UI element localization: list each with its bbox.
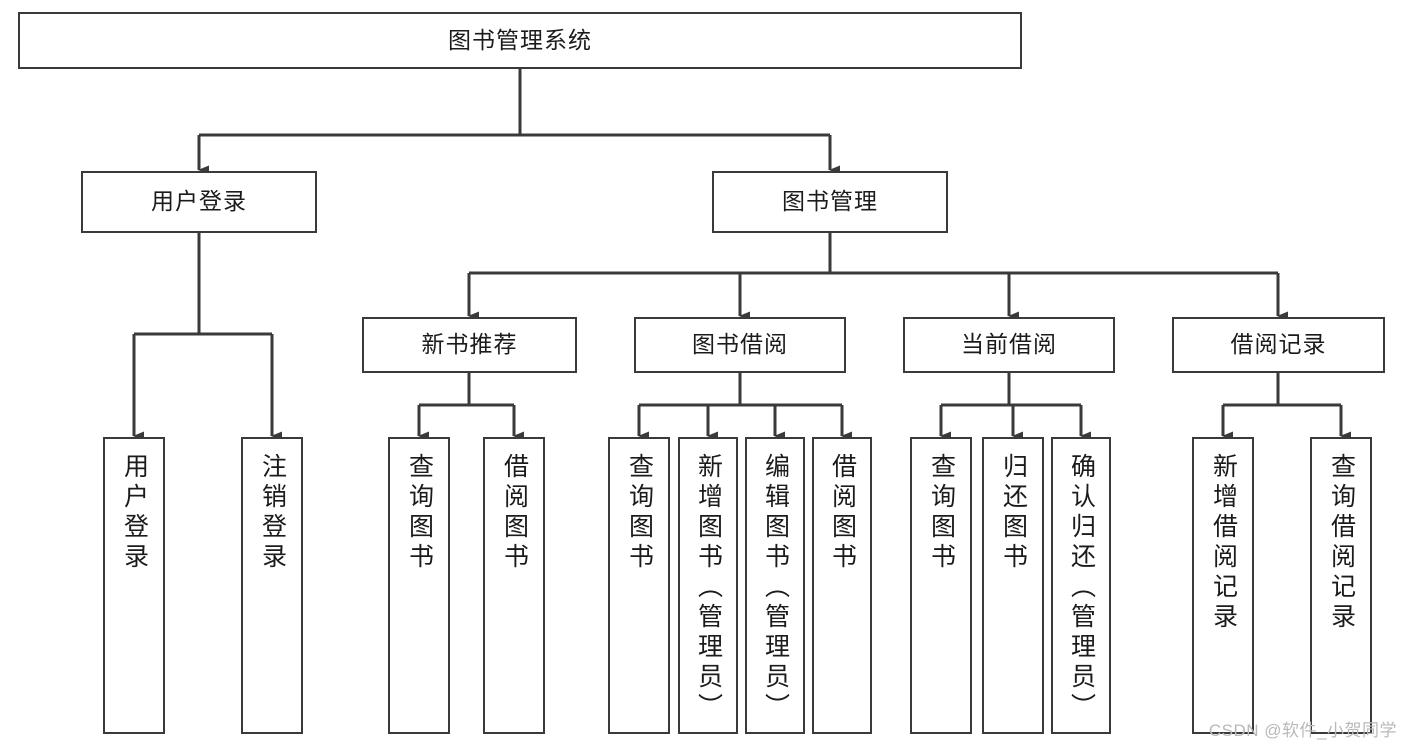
node-borrow-record[interactable]: 借阅记录 xyxy=(1172,317,1385,373)
node-leaf-query-book-2[interactable]: 查询图书 xyxy=(608,437,670,734)
node-user-login[interactable]: 用户登录 xyxy=(81,171,317,233)
node-leaf-borrow-book-2-label: 借阅图书 xyxy=(828,453,857,573)
node-book-borrow[interactable]: 图书借阅 xyxy=(634,317,846,373)
node-leaf-borrow-book-1[interactable]: 借阅图书 xyxy=(483,437,545,734)
node-leaf-return-book[interactable]: 归还图书 xyxy=(982,437,1044,734)
node-leaf-borrow-book-1-label: 借阅图书 xyxy=(500,453,529,573)
node-leaf-query-book-3[interactable]: 查询图书 xyxy=(910,437,972,734)
node-leaf-query-book-2-label: 查询图书 xyxy=(625,453,654,573)
node-new-book-recommend[interactable]: 新书推荐 xyxy=(362,317,577,373)
node-root-label: 图书管理系统 xyxy=(448,26,592,53)
node-user-login-label: 用户登录 xyxy=(151,188,247,215)
csdn-watermark: CSDN @软件_小贺同学 xyxy=(1208,721,1397,740)
node-current-borrow[interactable]: 当前借阅 xyxy=(903,317,1115,373)
node-leaf-logout[interactable]: 注销登录 xyxy=(241,437,303,734)
node-leaf-return-book-label: 归还图书 xyxy=(999,453,1028,573)
node-leaf-user-login[interactable]: 用户登录 xyxy=(103,437,165,734)
node-current-borrow-label: 当前借阅 xyxy=(961,331,1057,358)
node-leaf-borrow-book-2[interactable]: 借阅图书 xyxy=(812,437,872,734)
node-leaf-query-record-label: 查询借阅记录 xyxy=(1327,453,1356,633)
node-borrow-record-label: 借阅记录 xyxy=(1230,331,1327,358)
node-book-manage[interactable]: 图书管理 xyxy=(712,171,948,233)
node-book-borrow-label: 图书借阅 xyxy=(692,331,788,358)
node-leaf-query-record[interactable]: 查询借阅记录 xyxy=(1310,437,1372,734)
node-leaf-user-login-label: 用户登录 xyxy=(120,453,149,573)
node-leaf-logout-label: 注销登录 xyxy=(258,453,287,573)
node-root[interactable]: 图书管理系统 xyxy=(18,12,1022,69)
node-leaf-confirm-return-label: 确认归还（管理员） xyxy=(1067,453,1096,723)
edges-group xyxy=(132,69,1351,441)
node-leaf-confirm-return[interactable]: 确认归还（管理员） xyxy=(1051,437,1111,734)
node-leaf-add-record[interactable]: 新增借阅记录 xyxy=(1192,437,1254,734)
node-leaf-query-book-1[interactable]: 查询图书 xyxy=(388,437,450,734)
node-leaf-query-book-3-label: 查询图书 xyxy=(927,453,956,573)
node-leaf-add-book[interactable]: 新增图书（管理员） xyxy=(678,437,738,734)
node-leaf-add-record-label: 新增借阅记录 xyxy=(1209,453,1238,633)
node-new-book-recommend-label: 新书推荐 xyxy=(421,331,518,358)
node-book-manage-label: 图书管理 xyxy=(782,188,878,215)
node-leaf-query-book-1-label: 查询图书 xyxy=(405,453,434,573)
node-leaf-edit-book[interactable]: 编辑图书（管理员） xyxy=(745,437,805,734)
node-leaf-add-book-label: 新增图书（管理员） xyxy=(694,453,723,723)
node-leaf-edit-book-label: 编辑图书（管理员） xyxy=(761,453,790,723)
